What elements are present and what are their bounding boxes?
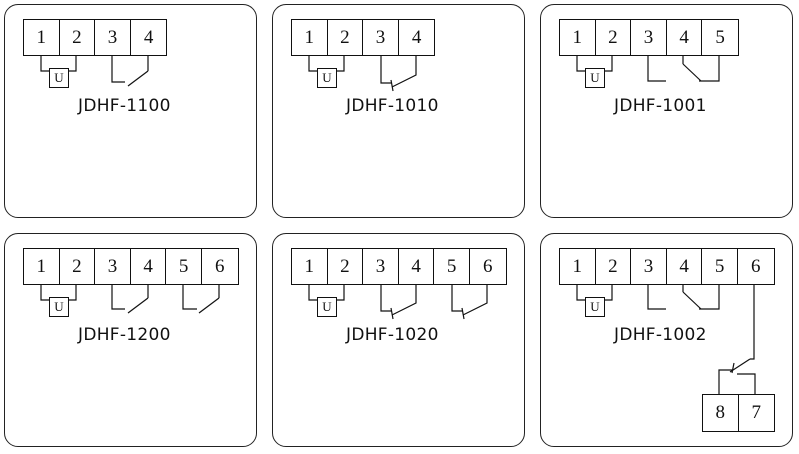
terminal-6: 6 <box>483 255 493 277</box>
terminal-1: 1 <box>24 20 60 55</box>
terminal-3: 3 <box>363 20 399 55</box>
terminal-4: 4 <box>411 26 422 48</box>
terminal-6: 6 <box>215 255 225 277</box>
model-label: JDHF-1020 <box>346 325 439 345</box>
terminal-2: 2 <box>328 249 364 284</box>
terminal-2: 2 <box>596 20 632 55</box>
terminal-1: 1 <box>292 249 328 284</box>
panel-jdhf-1020: 1 2 3 4 5 6 U JDHF-1020 <box>272 233 525 447</box>
terminal-5: 5 <box>434 249 470 284</box>
wiring-diagram <box>576 56 720 82</box>
wiring-diagram <box>308 285 488 320</box>
terminal-2: 2 <box>328 20 364 55</box>
model-label: JDHF-1001 <box>614 96 707 116</box>
terminal-1: 1 <box>292 20 328 55</box>
terminal-block: 1 2 3 4 5 <box>559 19 739 56</box>
panel-jdhf-1200: 1 2 3 4 5 6 U JDHF-1200 <box>4 233 257 447</box>
terminal-2: 2 <box>596 249 632 284</box>
wiring-diagram <box>40 285 220 314</box>
terminal-1: 1 <box>560 249 596 284</box>
terminal-1: 1 <box>24 249 60 284</box>
model-label: JDHF-1010 <box>346 96 439 116</box>
wiring-diagram <box>40 56 149 87</box>
terminal-block: 1 2 3 4 5 6 <box>559 248 775 285</box>
terminal-3: 3 <box>631 20 667 55</box>
terminal-8: 8 <box>703 395 739 431</box>
relay-coil-box: U <box>317 297 337 317</box>
terminal-6: 6 <box>751 255 761 277</box>
terminal-block: 1 2 3 4 5 6 <box>23 248 239 285</box>
terminal-3: 3 <box>95 20 131 55</box>
relay-coil-box: U <box>585 68 605 88</box>
terminal-3: 3 <box>363 249 399 284</box>
terminal-5: 5 <box>166 249 202 284</box>
panel-jdhf-1001: 1 2 3 4 5 U JDHF-1001 <box>540 4 793 218</box>
terminal-3: 3 <box>95 249 131 284</box>
terminal-4: 4 <box>143 26 154 48</box>
relay-coil-box: U <box>49 297 69 317</box>
terminal-block: 1 2 3 4 5 6 <box>291 248 507 285</box>
extra-terminal-block: 8 7 <box>702 394 775 432</box>
terminal-7: 7 <box>751 402 762 423</box>
wiring-diagram <box>308 56 417 92</box>
wiring-diagram <box>576 285 756 399</box>
terminal-block: 1 2 3 4 <box>291 19 436 56</box>
relay-coil-box: U <box>49 68 69 88</box>
panel-jdhf-1100: 1 2 3 4 U JDHF-1100 <box>4 4 257 218</box>
panel-jdhf-1010: 1 2 3 4 U JDHF-1010 <box>272 4 525 218</box>
terminal-4: 4 <box>131 249 167 284</box>
terminal-1: 1 <box>560 20 596 55</box>
terminal-5: 5 <box>702 249 738 284</box>
relay-coil-box: U <box>585 297 605 317</box>
terminal-4: 4 <box>667 20 703 55</box>
terminal-2: 2 <box>60 20 96 55</box>
terminal-5: 5 <box>715 26 725 48</box>
terminal-block: 1 2 3 4 <box>23 19 168 56</box>
model-label: JDHF-1002 <box>614 325 707 345</box>
relay-coil-box: U <box>317 68 337 88</box>
panel-jdhf-1002: 1 2 3 4 5 6 U JDHF-1002 8 7 <box>540 233 793 447</box>
model-label: JDHF-1100 <box>78 96 171 116</box>
model-label: JDHF-1200 <box>78 325 171 345</box>
terminal-4: 4 <box>399 249 435 284</box>
terminal-3: 3 <box>631 249 667 284</box>
terminal-2: 2 <box>60 249 96 284</box>
terminal-4: 4 <box>667 249 703 284</box>
